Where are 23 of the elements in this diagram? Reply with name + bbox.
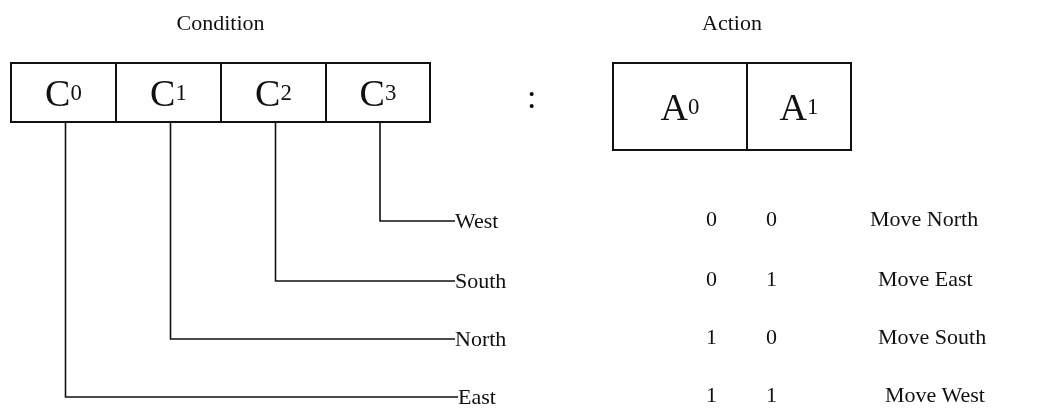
leader-line (169, 122, 456, 340)
table-value: 1 (706, 324, 717, 350)
action-description: Move North (870, 206, 979, 232)
leader-line (274, 122, 456, 282)
table-value: 0 (706, 266, 717, 292)
group-heading: Condition (176, 10, 265, 36)
table-value: 0 (766, 324, 777, 350)
direction-label: East (458, 380, 528, 410)
table-value: 0 (766, 206, 777, 232)
direction-label: West (455, 204, 525, 238)
table-value: 1 (706, 382, 717, 408)
group-heading: Action (702, 10, 762, 36)
direction-label: South (455, 264, 535, 298)
table-value: 1 (766, 266, 777, 292)
action-description: Move South (878, 324, 987, 350)
table-value: 1 (766, 382, 777, 408)
separator-colon: : (527, 78, 537, 116)
direction-label: North (455, 322, 535, 356)
leader-line (379, 122, 456, 222)
action-description: Move East (878, 266, 973, 292)
leader-line (64, 122, 459, 398)
table-value: 0 (706, 206, 717, 232)
action-description: Move West (885, 382, 985, 408)
